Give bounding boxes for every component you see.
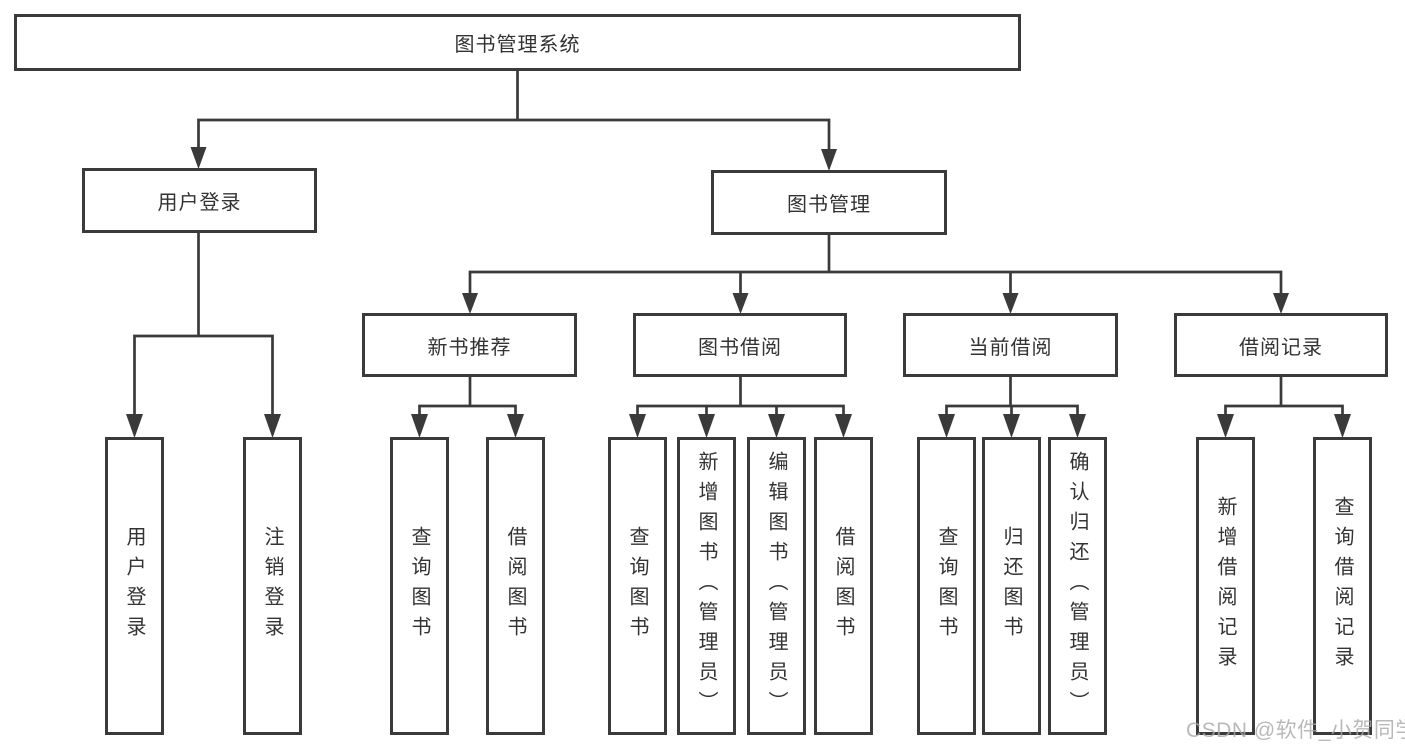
- leaf-borrow-books-recommend: 借阅图书: [486, 437, 545, 735]
- node-new-book-recommend: 新书推荐: [362, 313, 577, 377]
- node-label: 图书管理: [787, 194, 871, 216]
- leaf-query-books-current: 查询图书: [917, 437, 976, 735]
- node-label: 用户登录: [157, 192, 242, 214]
- node-user-login: 用户登录: [82, 168, 317, 233]
- node-book-borrow: 图书借阅: [633, 313, 847, 377]
- leaf-query-books-borrow: 查询图书: [608, 437, 667, 735]
- leaf-query-borrow-record: 查询借阅记录: [1313, 437, 1372, 735]
- node-label: 归还图书: [1000, 526, 1022, 646]
- node-label: 注销登录: [261, 526, 283, 646]
- node-label: 图书借阅: [698, 336, 782, 359]
- node-label: 新书推荐: [427, 336, 512, 359]
- leaf-edit-book-admin: 编辑图书（管理员）: [747, 437, 806, 735]
- leaf-user-login: 用户登录: [105, 437, 164, 735]
- leaf-borrow-books: 借阅图书: [814, 437, 873, 735]
- node-book-management: 图书管理: [711, 170, 947, 235]
- node-label: 查询图书: [935, 526, 957, 646]
- node-label: 确认归还（管理员）: [1066, 451, 1088, 721]
- node-library-system: 图书管理系统: [14, 14, 1021, 71]
- node-current-borrow: 当前借阅: [903, 313, 1118, 377]
- csdn-watermark: CSDN @软件_小贺同学: [1186, 719, 1405, 742]
- leaf-add-borrow-record: 新增借阅记录: [1196, 437, 1255, 735]
- node-label: 当前借阅: [968, 336, 1053, 359]
- node-label: 借阅图书: [504, 526, 526, 646]
- node-label: 借阅记录: [1239, 336, 1323, 359]
- node-label: 借阅图书: [832, 526, 854, 646]
- leaf-logout: 注销登录: [243, 437, 302, 735]
- node-borrow-records: 借阅记录: [1174, 313, 1388, 377]
- node-label: 编辑图书（管理员）: [765, 451, 787, 721]
- node-label: 图书管理系统: [454, 34, 581, 56]
- leaf-add-book-admin: 新增图书（管理员）: [677, 437, 736, 735]
- node-label: 查询借阅记录: [1331, 496, 1353, 676]
- node-label: 新增借阅记录: [1214, 496, 1236, 676]
- node-label: 查询图书: [408, 526, 430, 646]
- leaf-confirm-return-admin: 确认归还（管理员）: [1048, 437, 1107, 735]
- node-label: 新增图书（管理员）: [695, 451, 717, 721]
- leaf-return-book: 归还图书: [982, 437, 1041, 735]
- node-label: 用户登录: [123, 526, 145, 646]
- node-label: 查询图书: [626, 526, 648, 646]
- leaf-query-books-recommend: 查询图书: [390, 437, 449, 735]
